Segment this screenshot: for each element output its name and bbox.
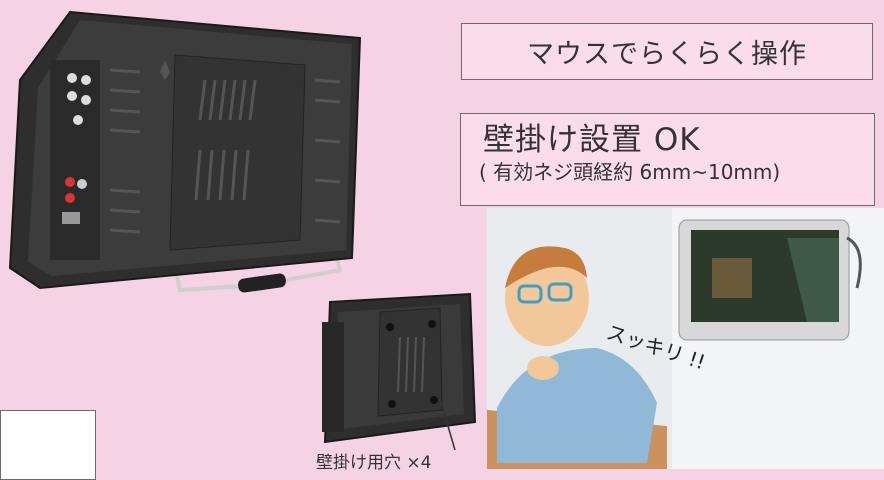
wall-mount-title: 壁掛け設置 OK [483, 122, 701, 158]
mouse-operation-label: マウスでらくらく操作 [527, 39, 807, 70]
wall-mount-box: 壁掛け設置 OK ( 有効ネジ頭経約 6mm~10mm) [460, 113, 875, 206]
corner-frame [0, 410, 96, 480]
small-monitor-image [322, 292, 477, 451]
wall-mount-subtitle: ( 有効ネジ頭経約 6mm~10mm) [479, 160, 781, 184]
wall-mount-illustration: スッキリ !! [487, 208, 884, 469]
large-monitor-image [8, 10, 362, 293]
mouse-operation-box: マウスでらくらく操作 [461, 23, 873, 80]
mount-hole-caption: 壁掛け用穴 ×4 [316, 453, 432, 473]
